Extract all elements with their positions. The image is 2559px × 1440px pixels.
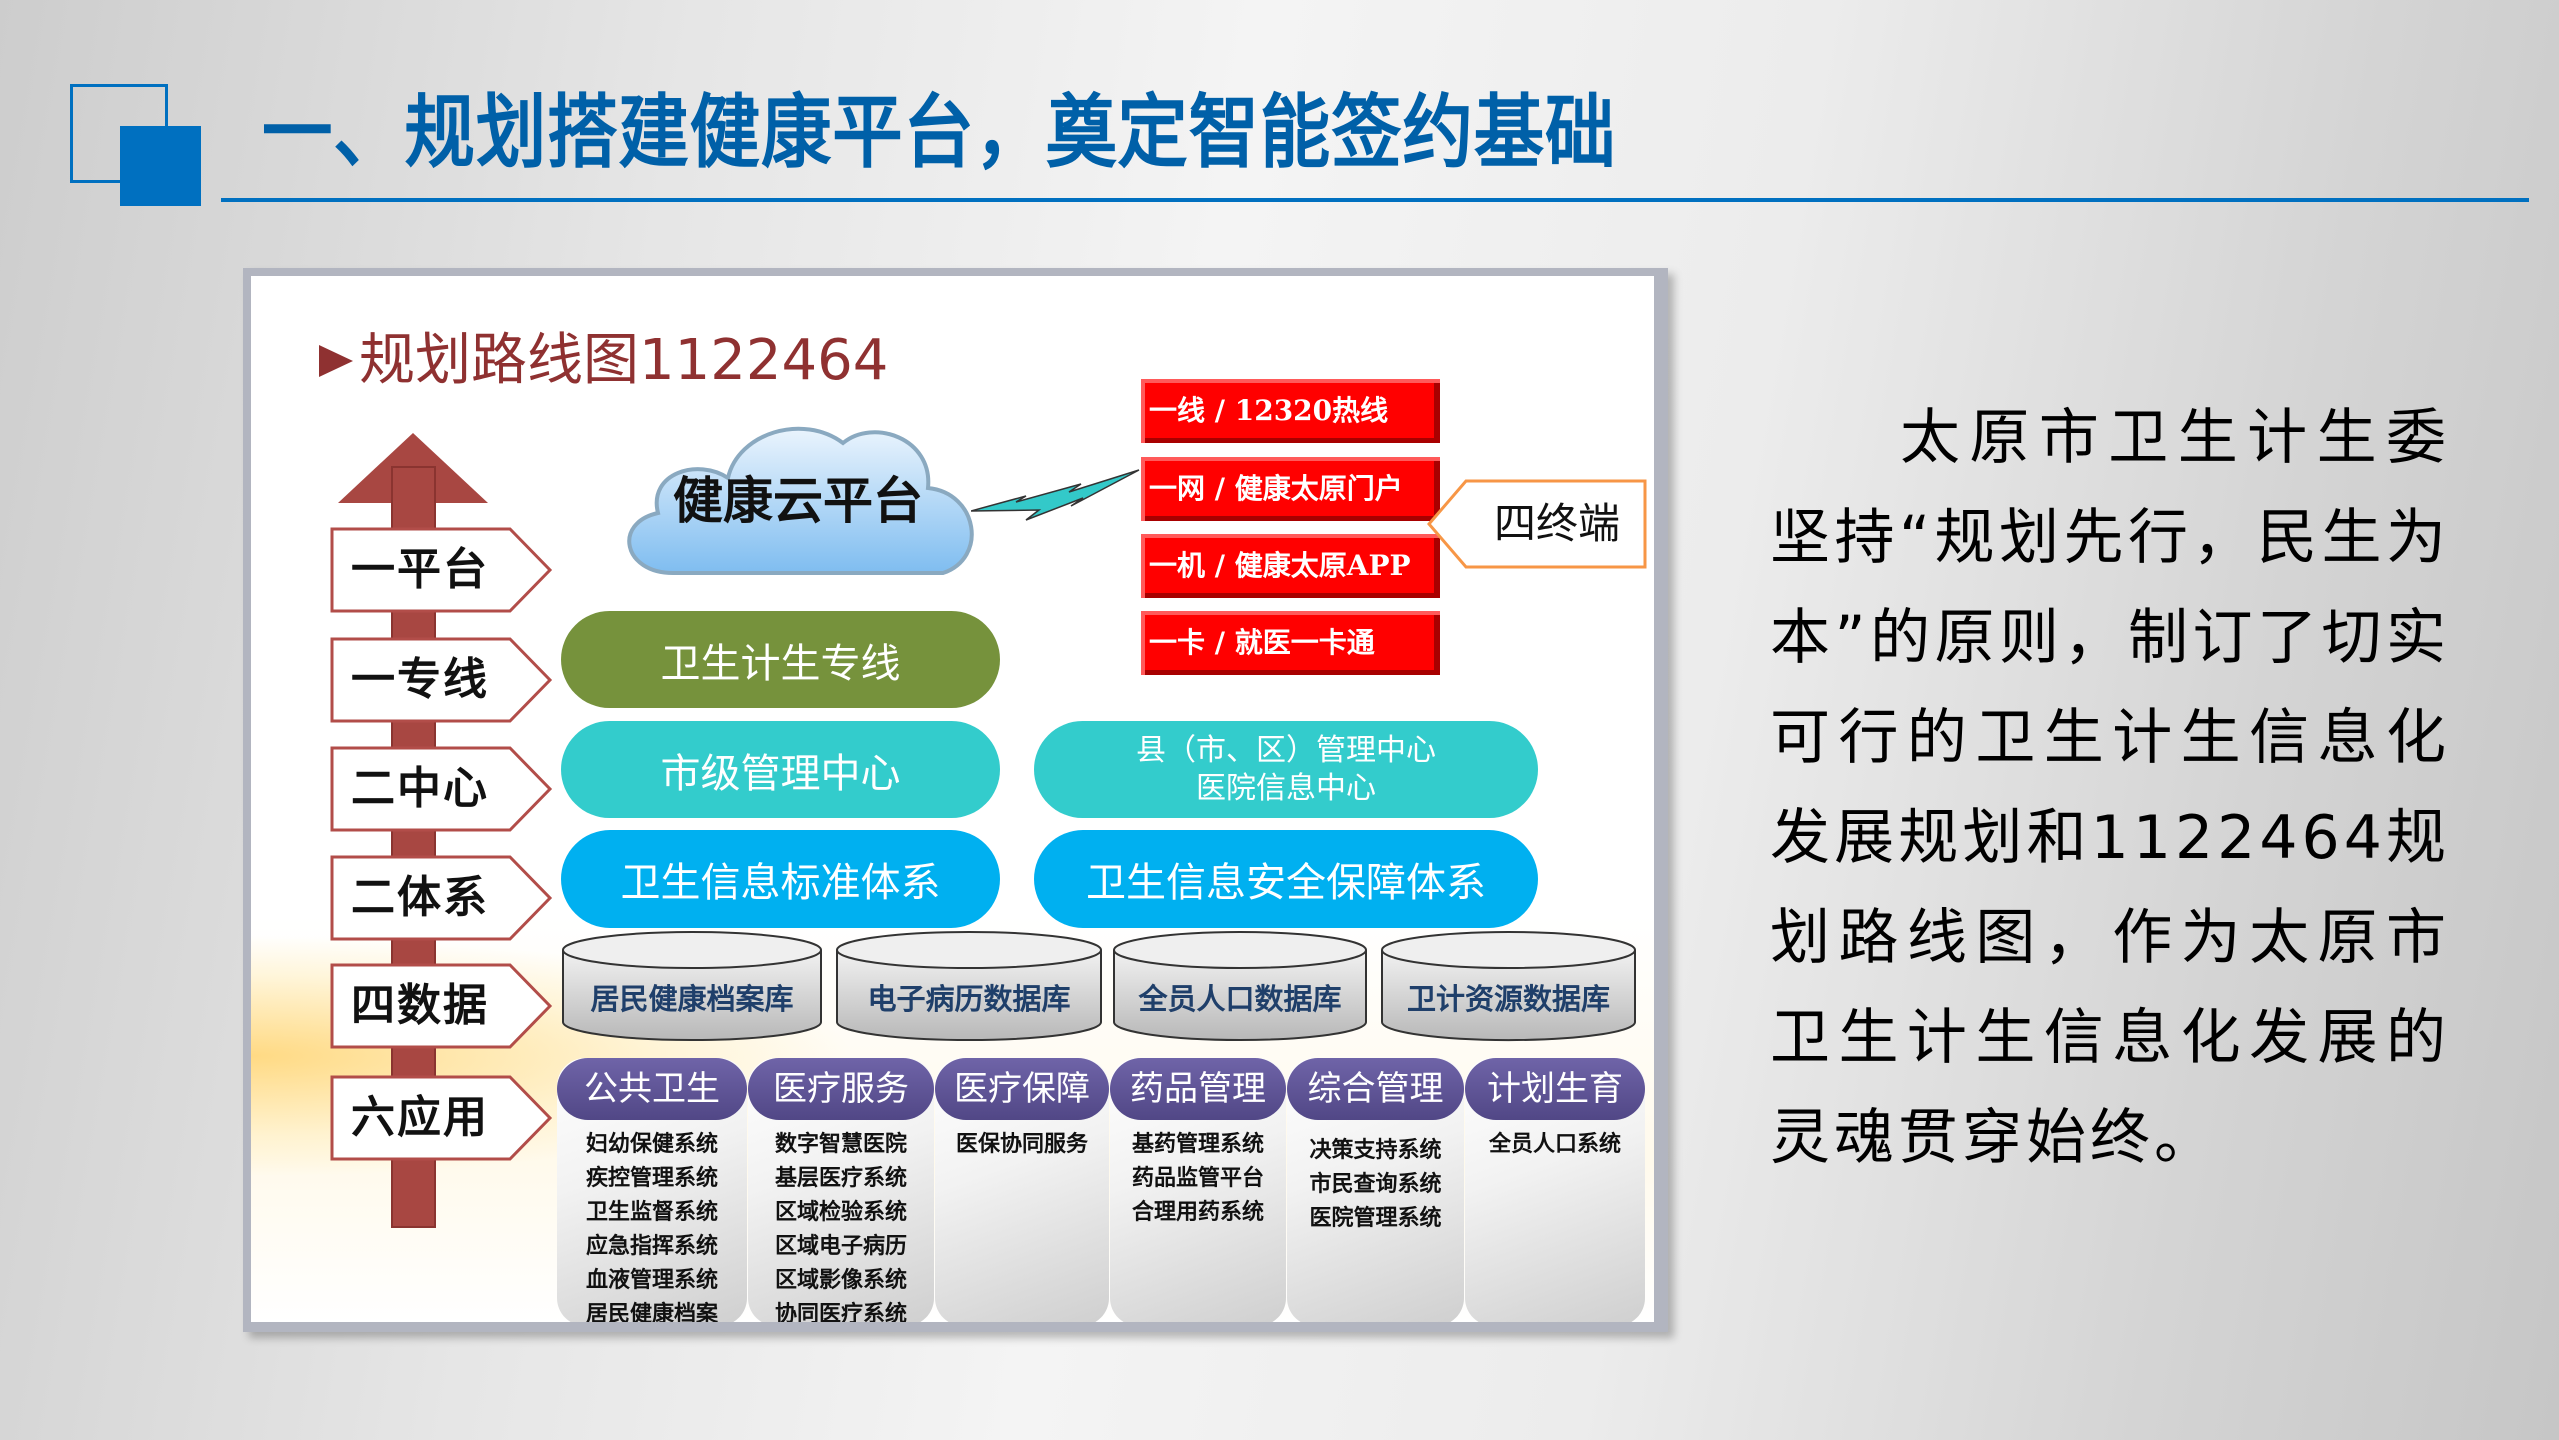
app-column-title: 公共卫生 (557, 1058, 747, 1120)
security-system-label: 卫生信息安全保障体系 (1086, 860, 1486, 906)
app-item: 协同医疗系统 (774, 1302, 907, 1322)
database-resident-health: 居民健康档案库 (561, 930, 823, 1043)
app-item: 区域检验系统 (774, 1200, 907, 1225)
four-terminals-label: 四终端 (1493, 499, 1620, 548)
app-column-items: 妇幼保健系统 疾控管理系统 卫生监督系统 应急指挥系统 血液管理系统 居民健康档… (557, 1128, 747, 1322)
ladder-label: 一平台 (351, 544, 489, 595)
ladder-label: 二体系 (351, 872, 489, 923)
database-cylinder-icon (836, 931, 1102, 1041)
terminal-card: 一卡 / 就医一卡通 (1141, 611, 1440, 675)
database-label: 电子病历数据库 (867, 982, 1071, 1016)
header-filled-square (120, 126, 201, 206)
database-population: 全员人口数据库 (1112, 930, 1368, 1043)
page-title: 一、规划搭建健康平台，奠定智能签约基础 (262, 86, 1617, 179)
private-line-pill: 卫生计生专线 (561, 611, 1000, 708)
city-center-pill: 市级管理中心 (561, 721, 1000, 818)
app-item: 卫生监督系统 (585, 1200, 718, 1225)
tag-shape-icon (330, 1075, 553, 1161)
ladder-label: 六应用 (351, 1092, 489, 1143)
tag-shape-icon (330, 637, 553, 723)
app-column-family-planning: 计划生育 全员人口系统 (1465, 1058, 1645, 1322)
lightning-bolt-icon (971, 469, 1140, 521)
ladder-label: 一专线 (351, 654, 489, 705)
app-column-title: 药品管理 (1110, 1058, 1286, 1120)
database-emr: 电子病历数据库 (835, 930, 1103, 1043)
tag-shape-icon (330, 527, 553, 613)
app-item: 区域影像系统 (774, 1268, 907, 1293)
app-column-title: 综合管理 (1287, 1058, 1464, 1120)
app-item: 应急指挥系统 (585, 1234, 718, 1259)
standard-system-label: 卫生信息标准体系 (620, 860, 941, 906)
database-cylinder-icon (1113, 931, 1367, 1041)
app-column-items: 数字智慧医院 基层医疗系统 区域检验系统 区域电子病历 区域影像系统 协同医疗系… (748, 1128, 934, 1322)
terminal-portal: 一网 / 健康太原门户 (1141, 457, 1440, 521)
app-column-title: 计划生育 (1465, 1058, 1645, 1120)
terminal-hotline: 一线 / 12320热线 (1141, 379, 1440, 443)
cloud-platform-label: 健康云平台 (673, 472, 923, 530)
arrow-bullet-icon (319, 345, 353, 377)
database-label: 全员人口数据库 (1138, 982, 1342, 1016)
hospital-center-label: 医院信息中心 (1196, 770, 1376, 806)
title-underline (221, 198, 2529, 202)
ladder-label: 四数据 (351, 980, 489, 1031)
ladder-tag-systems: 二体系 (330, 855, 554, 941)
diagram-title: 规划路线图1122464 (319, 326, 888, 396)
database-label: 卫计资源数据库 (1406, 982, 1610, 1016)
app-column-items: 全员人口系统 (1465, 1128, 1645, 1162)
city-center-label: 市级管理中心 (660, 750, 901, 797)
app-item: 基层医疗系统 (774, 1166, 907, 1191)
ladder-tag-centers: 二中心 (330, 746, 554, 832)
callout-shape-icon (1427, 479, 1647, 569)
ladder-tag-apps: 六应用 (330, 1075, 554, 1161)
county-center-label: 县（市、区）管理中心 (1136, 732, 1436, 768)
app-column-items: 医保协同服务 (935, 1128, 1109, 1162)
county-center-pill: 县（市、区）管理中心 医院信息中心 (1034, 721, 1538, 818)
app-column-items: 决策支持系统 市民查询系统 医院管理系统 (1287, 1134, 1464, 1236)
ladder-tag-platform: 一平台 (330, 527, 554, 613)
terminal-app: 一机 / 健康太原APP (1141, 534, 1440, 598)
database-resources: 卫计资源数据库 (1380, 930, 1637, 1043)
app-item: 妇幼保健系统 (585, 1132, 718, 1157)
app-item: 药品监管平台 (1131, 1166, 1264, 1191)
app-item: 全员人口系统 (1488, 1132, 1621, 1157)
app-column-drug-management: 药品管理 基药管理系统 药品监管平台 合理用药系统 (1110, 1058, 1286, 1322)
cloud-icon (627, 426, 974, 575)
app-column-public-health: 公共卫生 妇幼保健系统 疾控管理系统 卫生监督系统 应急指挥系统 血液管理系统 … (557, 1058, 747, 1322)
app-column-title: 医疗保障 (935, 1058, 1109, 1120)
standard-system-pill: 卫生信息标准体系 (561, 830, 1000, 928)
app-column-medical-insurance: 医疗保障 医保协同服务 (935, 1058, 1109, 1322)
tag-shape-icon (330, 746, 553, 832)
ladder-label: 二中心 (351, 763, 489, 814)
diagram-title-text: 规划路线图1122464 (359, 328, 889, 393)
four-terminals-callout: 四终端 (1426, 478, 1648, 570)
roadmap-diagram: 规划路线图1122464 一平台 一专线 二中心 二体系 四数据 六应用 (251, 276, 1654, 1322)
app-column-integrated-management: 综合管理 决策支持系统 市民查询系统 医院管理系统 (1287, 1058, 1464, 1322)
app-item: 医院管理系统 (1309, 1206, 1442, 1231)
app-item: 决策支持系统 (1309, 1138, 1442, 1163)
security-system-pill: 卫生信息安全保障体系 (1034, 830, 1538, 928)
app-item: 市民查询系统 (1309, 1172, 1442, 1197)
database-label: 居民健康档案库 (590, 982, 794, 1016)
app-item: 数字智慧医院 (774, 1132, 907, 1157)
ladder-tag-line: 一专线 (330, 637, 554, 723)
app-column-items: 基药管理系统 药品监管平台 合理用药系统 (1110, 1128, 1286, 1230)
roadmap-diagram-frame: 规划路线图1122464 一平台 一专线 二中心 二体系 四数据 六应用 (243, 268, 1668, 1332)
tag-shape-icon (330, 963, 553, 1049)
app-item: 医保协同服务 (955, 1132, 1088, 1157)
app-column-medical-service: 医疗服务 数字智慧医院 基层医疗系统 区域检验系统 区域电子病历 区域影像系统 … (748, 1058, 934, 1322)
description-paragraph: 太原市卫生计生委坚持“规划先行，民生为本”的原则，制订了切实可行的卫生计生信息化… (1770, 403, 2450, 1173)
app-item: 合理用药系统 (1131, 1200, 1264, 1225)
private-line-label: 卫生计生专线 (660, 640, 901, 687)
app-item: 基药管理系统 (1131, 1132, 1264, 1157)
app-item: 疾控管理系统 (585, 1166, 718, 1191)
app-item: 居民健康档案 (585, 1302, 718, 1322)
app-column-title: 医疗服务 (748, 1058, 934, 1120)
app-item: 区域电子病历 (774, 1234, 907, 1259)
database-cylinder-icon (562, 931, 822, 1041)
tag-shape-icon (330, 855, 553, 941)
database-cylinder-icon (1381, 931, 1636, 1042)
app-item: 血液管理系统 (585, 1268, 718, 1293)
ladder-tag-data: 四数据 (330, 963, 554, 1049)
